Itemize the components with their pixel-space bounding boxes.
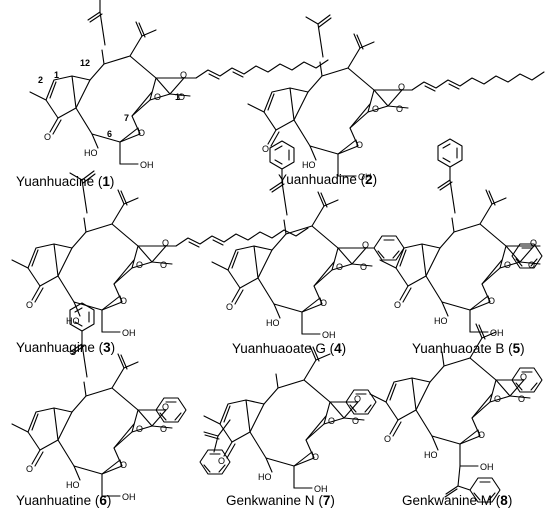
caption-4: Yuanhuaoate G (4) bbox=[232, 341, 346, 356]
locant-label: 12 bbox=[80, 58, 90, 68]
structure-5 bbox=[379, 138, 543, 339]
structure-3 bbox=[11, 170, 309, 339]
structure-7 bbox=[199, 345, 377, 495]
caption-8: Genkwanine M (8) bbox=[402, 493, 512, 508]
caption-6: Yuanhuatine (6) bbox=[16, 493, 111, 508]
locant-label: 7 bbox=[124, 113, 129, 123]
caption-5: Yuanhuaoate B (5) bbox=[412, 341, 525, 356]
structure-8 bbox=[369, 323, 543, 503]
structure-1: 2 1 12 6 7 1' bbox=[29, 0, 329, 171]
structure-6 bbox=[11, 302, 187, 503]
locant-label: 1 bbox=[54, 70, 59, 80]
caption-3: Yuanhuagine (3) bbox=[16, 340, 115, 355]
locant-label: 6 bbox=[107, 129, 112, 139]
structure-4 bbox=[211, 140, 405, 341]
structure-2 bbox=[247, 14, 545, 183]
caption-2: Yuanhuadine (2) bbox=[278, 172, 377, 187]
locant-label: 1' bbox=[175, 92, 182, 102]
caption-1: Yuanhuacine (1) bbox=[16, 174, 114, 189]
locant-label: 2 bbox=[38, 75, 43, 85]
caption-7: Genkwanine N (7) bbox=[226, 493, 335, 508]
